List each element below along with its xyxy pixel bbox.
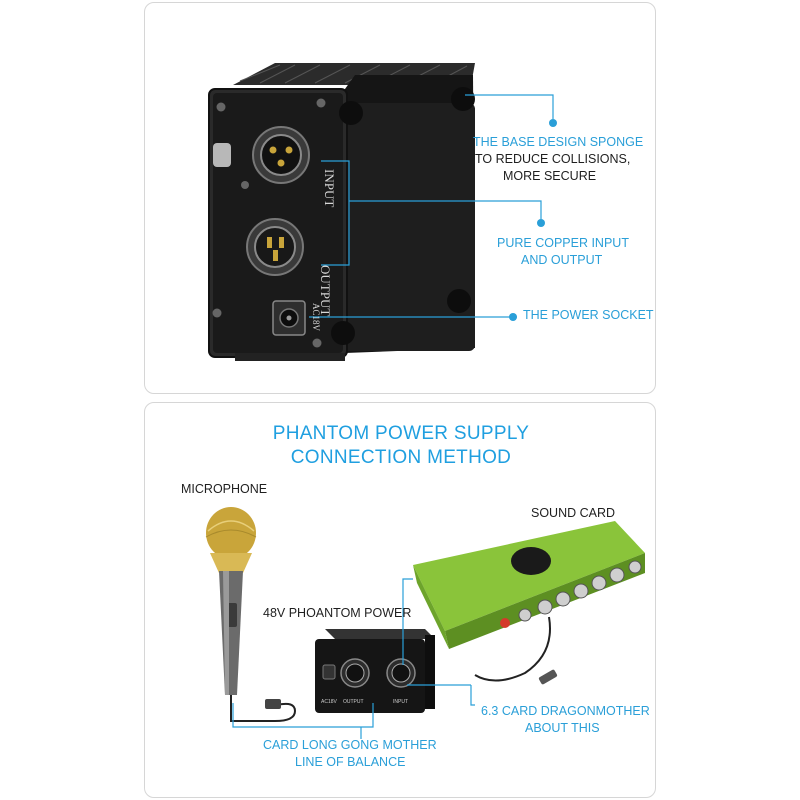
connection-lines	[232, 578, 475, 739]
rubber-foot	[451, 87, 475, 111]
screw-icon	[216, 102, 226, 112]
callout-copper-line1: PURE COPPER INPUT	[497, 236, 629, 250]
callout-dot	[509, 313, 517, 321]
label-balance-line2: LINE OF BALANCE	[295, 755, 406, 769]
callout-power-socket: THE POWER SOCKET	[523, 308, 654, 322]
small-label-input: INPUT	[393, 699, 408, 705]
callout-copper-line2: AND OUTPUT	[521, 253, 603, 267]
rubber-foot	[447, 289, 471, 313]
label-phantom-power: 48V PHOANTOM POWER	[263, 606, 412, 620]
balance-cable	[230, 695, 297, 722]
screw-icon	[316, 98, 326, 108]
screw-icon	[312, 338, 322, 348]
device-label-input: INPUT	[322, 169, 337, 207]
trs-plug	[538, 669, 558, 685]
xlr-input-connector	[252, 126, 310, 184]
connection-illustration: AC18V OUTPUT INPUT	[205, 507, 645, 739]
phantom-power-device-illustration: INPUT OUTPUT AC18V	[208, 63, 557, 361]
small-label-power: AC18V	[321, 699, 338, 705]
small-phantom-device	[315, 629, 435, 713]
label-balance-line1: CARD LONG GONG MOTHER	[263, 738, 437, 752]
screw-icon	[212, 308, 222, 318]
screw-icon	[241, 181, 249, 189]
label-card-cable-line2: ABOUT THIS	[525, 721, 600, 735]
bottom-fins	[235, 353, 345, 361]
callout-dot	[549, 119, 557, 127]
power-socket	[272, 300, 306, 336]
sound-card-illustration	[413, 521, 645, 649]
panel-title-line1: PHANTOM POWER SUPPLY	[272, 423, 530, 444]
connection-method-panel: PHANTOM POWER SUPPLY CONNECTION METHOD	[144, 402, 656, 798]
xlr-latch-icon	[213, 143, 231, 167]
callout-sponge-line3: MORE SECURE	[503, 169, 597, 183]
device-label-output: OUTPUT	[318, 265, 333, 316]
callout-sponge-line1: THE BASE DESIGN SPONGE	[473, 135, 644, 149]
rubber-foot	[331, 321, 355, 345]
panel-title-line2: CONNECTION METHOD	[290, 447, 512, 468]
trs-cable	[474, 616, 551, 682]
callout-dot	[537, 219, 545, 227]
xlr-plug	[265, 699, 281, 709]
label-microphone: MICROPHONE	[181, 482, 268, 496]
callout-lines	[309, 94, 554, 318]
product-detail-panel: INPUT OUTPUT AC18V THE BASE DESIGN SPONG…	[144, 2, 656, 394]
label-sound-card: SOUND CARD	[531, 506, 616, 520]
device-label-power: AC18V	[311, 303, 321, 332]
small-label-output: OUTPUT	[343, 699, 364, 705]
label-card-cable-line1: 6.3 CARD DRAGONMOTHER	[481, 704, 650, 718]
microphone-illustration	[205, 507, 257, 695]
callout-sponge-line2: TO REDUCE COLLISIONS,	[475, 152, 631, 166]
xlr-output-connector	[246, 218, 304, 276]
rubber-foot	[339, 101, 363, 125]
